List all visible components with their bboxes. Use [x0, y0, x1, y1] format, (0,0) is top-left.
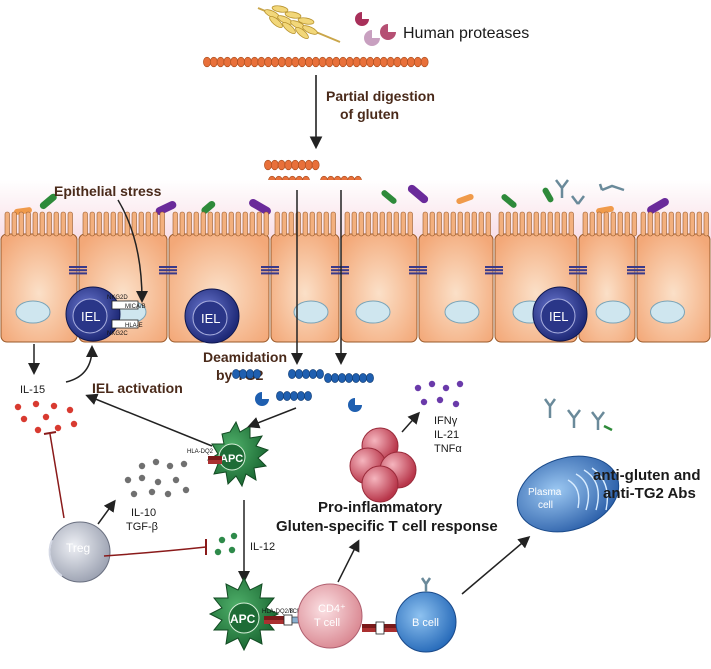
deamidated-gluten-peptides — [232, 369, 374, 401]
nkg2d-mica-receptor: NKG2D MICA/B — [107, 295, 146, 310]
svg-text:NKG2D: NKG2D — [107, 295, 128, 301]
iel-cell-2: IEL — [184, 288, 240, 344]
iel-cell-1: IEL — [65, 286, 121, 342]
antibodies-label-2: anti-TG2 Abs — [603, 485, 696, 502]
epithelial-stress-arrow — [117, 199, 148, 303]
wheat-icon — [257, 5, 341, 43]
svg-text:APC: APC — [230, 612, 256, 626]
iel-activation-label: IEL activation — [92, 380, 183, 396]
deamidation-label: Deamidation — [203, 349, 287, 365]
pro-inflammatory-label: Pro-inflammatory — [318, 499, 443, 516]
svg-text:B cell: B cell — [412, 617, 439, 629]
gluten-peptide-full — [203, 56, 429, 68]
svg-text:CD4⁺: CD4⁺ — [318, 603, 346, 615]
il21-label: IL-21 — [434, 429, 459, 441]
svg-text:HLA-DQ2: HLA-DQ2 — [187, 449, 214, 455]
treg-inhibits-il15 — [49, 433, 65, 519]
iel-activation-arrow — [65, 345, 98, 383]
cluster-to-cytokines-arrow — [401, 411, 420, 433]
ifng-label: IFNγ — [434, 415, 458, 427]
svg-text:IEL: IEL — [81, 309, 101, 324]
t-cell-cluster — [349, 427, 417, 503]
tnfa-label: TNFα — [434, 443, 462, 455]
deamidation-to-apc-arrow — [247, 407, 297, 429]
antibodies-label: anti-gluten and — [593, 467, 701, 484]
proinflammatory-cytokines — [414, 380, 464, 408]
treg-to-il10-arrow — [97, 499, 116, 525]
secreted-antibodies — [543, 398, 613, 432]
il10-label: IL-10 — [131, 507, 156, 519]
svg-text:NKG2C: NKG2C — [107, 331, 128, 337]
svg-text:TCR: TCR — [289, 609, 302, 615]
luminal-antibodies — [555, 179, 625, 205]
partial-digestion-label: Partial digestion — [326, 88, 435, 104]
il15-cytokines — [14, 400, 78, 434]
svg-text:T cell: T cell — [314, 617, 340, 629]
apc-cell-1: APC HLA-DQ2 — [187, 420, 270, 488]
epithelium — [0, 211, 711, 343]
tg2-enzymes — [255, 392, 362, 412]
cd4-to-response-arrow — [337, 539, 360, 583]
tgfb-label: TGF-β — [126, 521, 158, 533]
svg-text:Treg: Treg — [66, 541, 90, 555]
svg-text:APC: APC — [220, 453, 243, 465]
apc-cell-2: APC — [208, 576, 280, 652]
svg-text:IEL: IEL — [549, 309, 569, 324]
partial-digestion-label-2: of gluten — [340, 106, 399, 122]
human-proteases-label: Human proteases — [403, 25, 529, 42]
svg-text:IEL: IEL — [201, 311, 221, 326]
svg-text:HLA-DQ2/8: HLA-DQ2/8 — [262, 609, 294, 615]
treg-cell: Treg — [48, 521, 111, 583]
b-cell: B cell — [395, 577, 457, 653]
il12-cytokines — [214, 532, 238, 556]
il12-label: IL-12 — [250, 541, 275, 553]
nkg2c-hlae-receptor: HLA-E NKG2C — [107, 319, 143, 337]
inhibit-bar-1 — [43, 431, 57, 435]
svg-text:cell: cell — [538, 500, 553, 511]
protease-icons — [355, 12, 396, 46]
cd4-t-cell: CD4⁺ T cell — [297, 583, 363, 649]
il10-tgfb-cytokines — [124, 458, 190, 498]
gluten-specific-response-label: Gluten-specific T cell response — [276, 518, 498, 535]
iel-cell-3: IEL — [532, 286, 588, 342]
epithelial-stress-label: Epithelial stress — [54, 183, 162, 199]
treg-inhibits-il12 — [103, 546, 207, 557]
apc-to-il15-arrow — [85, 393, 213, 447]
svg-text:Plasma: Plasma — [528, 487, 562, 498]
plasma-cell: Plasma cell — [516, 455, 620, 533]
il15-label: IL-15 — [20, 384, 45, 396]
svg-text:MICA/B: MICA/B — [125, 304, 146, 310]
t-b-cell-bridge — [362, 621, 398, 635]
bcell-to-plasma-arrow — [461, 536, 531, 595]
svg-text:HLA-E: HLA-E — [125, 323, 143, 329]
